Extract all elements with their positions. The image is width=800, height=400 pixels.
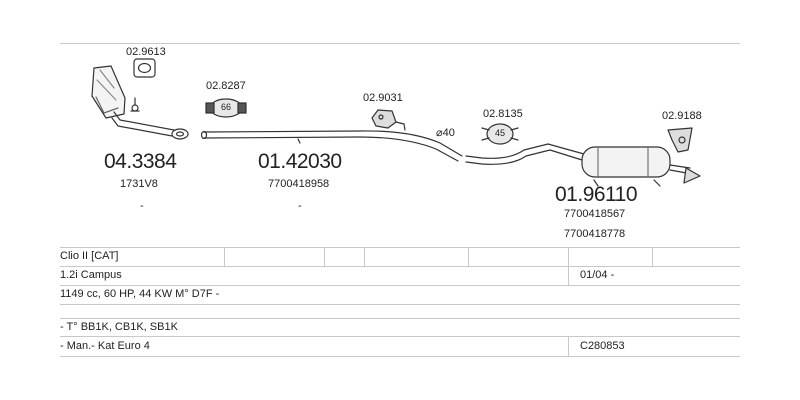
oem-reference: 7700418958 [268, 178, 330, 190]
top-rule [60, 43, 740, 44]
type-codes: - T° BB1K, CB1K, SB1K [60, 321, 178, 333]
bracket-part [667, 127, 693, 153]
rear-muffler-part [465, 143, 701, 187]
clamp-size-badge: 45 [495, 128, 506, 138]
dash-mark: - [298, 200, 302, 212]
catalog-code: C280853 [580, 340, 625, 352]
engine-spec: 1149 cc, 60 HP, 44 KW M° D7F - [60, 288, 220, 300]
part-number-label: 02.8287 [206, 80, 246, 92]
dash-mark: - [140, 200, 144, 212]
part-number-label: 02.8135 [483, 108, 523, 120]
middle-pipe-part [200, 130, 463, 162]
engine-variant: 1.2i Campus [60, 269, 122, 281]
clamp-part-45 [481, 123, 519, 145]
oem-reference: 1731V8 [120, 178, 158, 190]
transmission-emission: - Man.- Kat Euro 4 [60, 340, 150, 352]
production-date: 01/04 - [580, 269, 615, 281]
part-number-main: 04.3384 [104, 150, 177, 173]
part-number-label: 02.9188 [662, 110, 702, 122]
catalyst-part [91, 65, 189, 140]
hanger-part [371, 109, 406, 131]
pipe-diameter-label: ⌀40 [436, 127, 455, 139]
clamp-size-badge: 66 [221, 102, 232, 112]
part-number-label: 02.9613 [126, 46, 166, 58]
exhaust-drawing [91, 58, 701, 187]
part-number-main: 01.96110 [555, 183, 638, 206]
vehicle-model: Clio II [CAT] [60, 250, 119, 262]
part-number-main: 01.42030 [258, 150, 342, 173]
oem-reference: 7700418567 [564, 208, 626, 220]
gasket-part [133, 58, 156, 78]
part-number-label: 02.9031 [363, 92, 403, 104]
oem-reference: 7700418778 [564, 228, 626, 240]
exhaust-diagram: 02.9613 04.3384 1731V8 - 02.8287 66 01.4… [60, 43, 740, 240]
clamp-part-66 [205, 98, 247, 118]
